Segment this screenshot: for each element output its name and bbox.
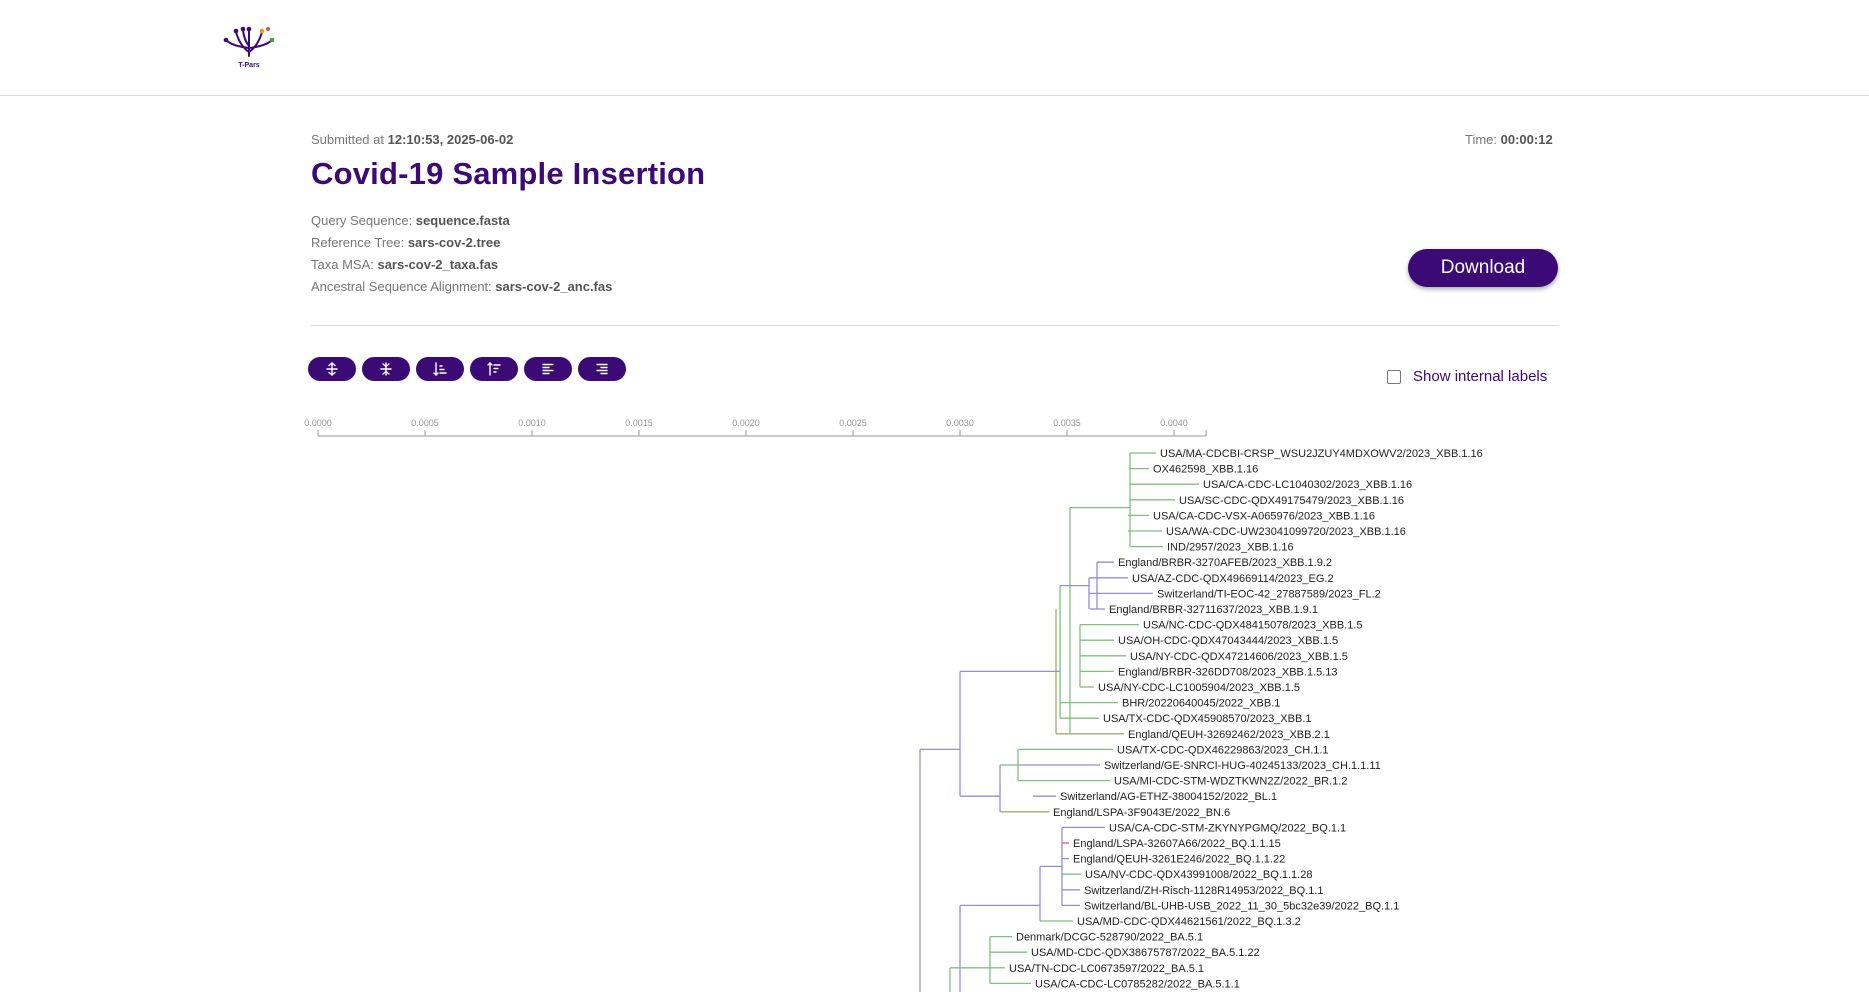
leaf-label: England/LSPA-32607A66/2022_BQ.1.1.15 <box>1073 838 1281 850</box>
leaf-label: England/QEUH-32692462/2023_XBB.2.1 <box>1128 729 1330 741</box>
ancestral-alignment-info: Ancestral Sequence Alignment: sars-cov-2… <box>311 279 613 294</box>
leaf-label: Switzerland/GE-SNRCI-HUG-40245133/2023_C… <box>1104 760 1381 772</box>
leaf-label: USA/MD-CDC-QDX44621561/2022_BQ.1.3.2 <box>1077 916 1301 928</box>
reference-tree-info: Reference Tree: sars-cov-2.tree <box>311 235 501 250</box>
sort-ascending-button[interactable] <box>416 357 464 381</box>
sort-descending-icon <box>487 362 501 376</box>
compress-vertical-icon <box>380 362 392 376</box>
axis-tick-label: 0.0025 <box>839 418 867 428</box>
sort-descending-button[interactable] <box>470 357 518 381</box>
leaf-label: IND/2957/2023_XBB.1.16 <box>1167 542 1294 554</box>
leaf-label: Switzerland/AG-ETHZ-38004152/2022_BL.1 <box>1060 791 1277 803</box>
leaf-label: USA/TX-CDC-QDX46229863/2023_CH.1.1 <box>1117 744 1329 756</box>
leaf-label: England/BRBR-3270AFEB/2023_XBB.1.9.2 <box>1118 557 1332 569</box>
page-title: Covid-19 Sample Insertion <box>311 156 706 191</box>
axis-tick-label: 0.0020 <box>732 418 760 428</box>
axis-tick-label: 0.0015 <box>625 418 653 428</box>
top-navigation-bar: T-Pars <box>0 0 1869 96</box>
show-internal-labels-label: Show internal labels <box>1413 368 1548 385</box>
query-sequence-info: Query Sequence: sequence.fasta <box>311 213 510 228</box>
leaf-label: England/LSPA-3F9043E/2022_BN.6 <box>1053 807 1230 819</box>
phylogenetic-tree: 0.0000 0.0005 0.0010 0.0015 0.0020 0.0025 0.00… <box>304 418 1483 992</box>
leaf-label: OX462598_XBB.1.16 <box>1153 464 1258 476</box>
section-divider <box>311 325 1559 326</box>
tpars-logo[interactable]: T-Pars <box>222 24 276 72</box>
compress-tree-button[interactable] <box>362 357 410 381</box>
leaf-label: USA/NC-CDC-QDX48415078/2023_XBB.1.5 <box>1143 620 1363 632</box>
elapsed-time: Time: 00:00:12 <box>1465 132 1553 147</box>
axis-tick-label: 0.0030 <box>946 418 974 428</box>
logo-text: T-Pars <box>238 62 260 69</box>
download-button[interactable]: Download <box>1408 249 1558 287</box>
show-internal-labels-checkbox[interactable] <box>1387 369 1401 384</box>
axis-tick-label: 0.0000 <box>304 418 332 428</box>
leaf-label: USA/MI-CDC-STM-WDZTKWN2Z/2022_BR.1.2 <box>1114 776 1347 788</box>
axis-tick-label: 0.0005 <box>411 418 439 428</box>
sort-ascending-icon <box>433 362 447 376</box>
leaf-label: England/BRBR-326DD708/2023_XBB.1.5.13 <box>1118 666 1338 678</box>
leaf-label: USA/SC-CDC-QDX49175479/2023_XBB.1.16 <box>1179 495 1404 507</box>
leaf-label: USA/CA-CDC-STM-ZKYNYPGMQ/2022_BQ.1.1 <box>1109 822 1346 834</box>
leaf-label: USA/WA-CDC-UW23041099720/2023_XBB.1.16 <box>1166 526 1406 538</box>
leaf-label: England/BRBR-32711637/2023_XBB.1.9.1 <box>1109 604 1318 616</box>
leaf-label: USA/MA-CDCBI-CRSP_WSU2JZUY4MDXOWV2/2023_… <box>1160 448 1483 460</box>
leaf-label: USA/OH-CDC-QDX47043444/2023_XBB.1.5 <box>1118 635 1338 647</box>
leaf-label: Denmark/DCGC-528790/2022_BA.5.1 <box>1016 932 1203 944</box>
leaf-label: USA/CA-CDC-LC1040302/2023_XBB.1.16 <box>1203 479 1412 491</box>
leaf-label: USA/MD-CDC-QDX38675787/2022_BA.5.1.22 <box>1031 947 1260 959</box>
leaf-label: USA/CA-CDC-VSX-A065976/2023_XBB.1.16 <box>1153 510 1375 522</box>
axis-tick-label: 0.0040 <box>1160 418 1188 428</box>
axis-tick-label: 0.0010 <box>518 418 546 428</box>
leaf-label: USA/TX-CDC-QDX45908570/2023_XBB.1 <box>1103 713 1312 725</box>
show-internal-labels-toggle[interactable]: Show internal labels <box>1387 368 1547 385</box>
expand-vertical-icon <box>326 362 338 376</box>
leaf-label: Switzerland/TI-EOC-42_27887589/2023_FL.2 <box>1157 588 1381 600</box>
leaf-label: Switzerland/ZH-Risch-1128R14953/2022_BQ.… <box>1084 885 1323 897</box>
align-right-button[interactable] <box>578 357 626 381</box>
leaf-label: USA/NV-CDC-QDX43991008/2022_BQ.1.1.28 <box>1085 869 1312 881</box>
axis-tick-label: 0.0035 <box>1053 418 1081 428</box>
align-left-button[interactable] <box>524 357 572 381</box>
leaf-label: USA/NY-CDC-QDX47214606/2023_XBB.1.5 <box>1130 651 1348 663</box>
tree-logo-icon <box>223 26 275 57</box>
submitted-at: Submitted at 12:10:53, 2025-06-02 <box>311 132 514 147</box>
leaf-label: USA/AZ-CDC-QDX49669114/2023_EG.2 <box>1132 573 1334 585</box>
expand-tree-button[interactable] <box>308 357 356 381</box>
leaf-label: Switzerland/BL-UHB-USB_2022_11_30_5bc32e… <box>1084 900 1399 912</box>
taxa-msa-info: Taxa MSA: sars-cov-2_taxa.fas <box>311 257 499 272</box>
leaf-label: USA/NY-CDC-LC1005904/2023_XBB.1.5 <box>1098 682 1300 694</box>
align-left-icon <box>542 363 554 375</box>
leaf-label: England/QEUH-3261E246/2022_BQ.1.1.22 <box>1073 854 1285 866</box>
leaf-label: USA/CA-CDC-LC0785282/2022_BA.5.1.1 <box>1035 978 1240 990</box>
leaf-label: USA/TN-CDC-LC0673597/2022_BA.5.1 <box>1009 963 1204 975</box>
leaf-label: BHR/20220640045/2022_XBB.1 <box>1122 698 1280 710</box>
align-right-icon <box>596 363 608 375</box>
